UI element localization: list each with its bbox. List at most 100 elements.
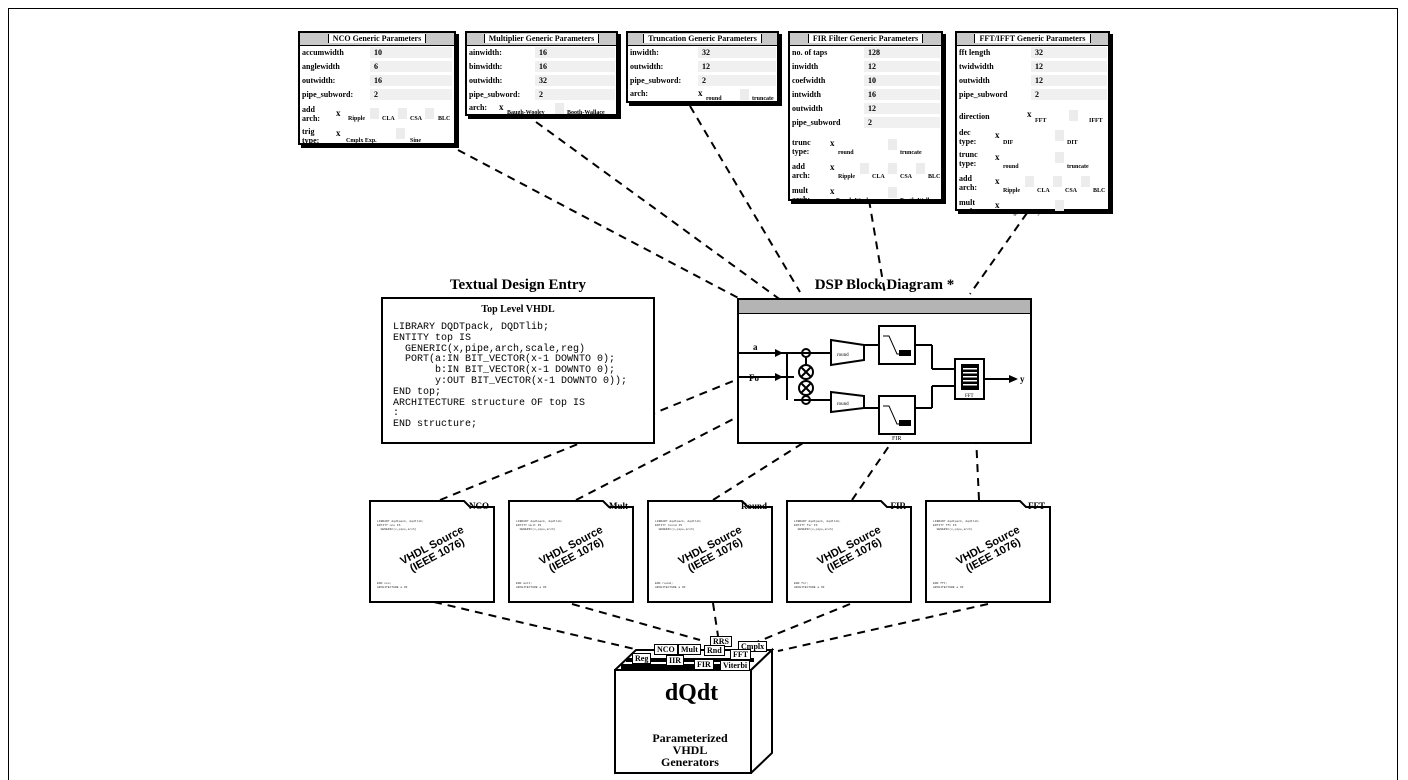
option-truncate[interactable]: truncate xyxy=(1067,164,1089,170)
option-blc[interactable]: BLC xyxy=(928,174,941,180)
option-baugh-wooley[interactable]: Baugh-Wooley xyxy=(836,198,874,204)
option-csa[interactable]: CSA xyxy=(1065,188,1078,194)
param-field[interactable]: 2 xyxy=(1031,89,1107,100)
input-a-label: a xyxy=(753,342,758,352)
vhdl-source-round[interactable]: Round LIBRARY dqdtpack, dqdtlib; ENTITY … xyxy=(647,500,773,603)
dsp-block-diagram[interactable]: a Fo y round round FIR FFT xyxy=(737,298,1032,444)
option-box[interactable] xyxy=(370,108,379,119)
param-field[interactable]: 32 xyxy=(1031,47,1107,58)
figure-frame xyxy=(8,8,1398,780)
param-label: outwidth: xyxy=(302,76,336,85)
option-dit[interactable]: DIT xyxy=(1067,140,1078,146)
option-round[interactable]: round xyxy=(1003,164,1019,170)
option-cla[interactable]: CLA xyxy=(872,174,885,180)
option-truncate[interactable]: truncate xyxy=(900,150,922,156)
option-ripple[interactable]: Ripple xyxy=(838,174,856,180)
option-box[interactable] xyxy=(1025,176,1034,187)
option-sine[interactable]: Sine xyxy=(410,138,422,144)
vhdl-code[interactable]: LIBRARY DQDTpack, DQDTlib; ENTITY top IS… xyxy=(393,322,628,431)
param-field[interactable]: 6 xyxy=(370,61,452,72)
option-csa[interactable]: CSA xyxy=(410,116,423,122)
option-booth-wallace[interactable]: Booth-Wallace xyxy=(567,110,605,116)
param-field[interactable]: 16 xyxy=(535,61,615,72)
multiplier-parameters-panel: Multiplier Generic Parameters ainwidth:1… xyxy=(465,31,618,116)
option-cla[interactable]: CLA xyxy=(382,116,395,122)
library-tab-viterbi[interactable]: Viterbi xyxy=(720,660,751,671)
option-box[interactable] xyxy=(1055,152,1064,163)
option-box[interactable] xyxy=(396,128,405,139)
option-booth-wallace[interactable]: Booth-Wallace xyxy=(1067,210,1105,216)
param-field[interactable]: 2 xyxy=(864,117,940,128)
round-block-label: round xyxy=(837,402,849,407)
option-box[interactable] xyxy=(888,163,897,174)
library-tab-nco[interactable]: NCO xyxy=(654,644,678,655)
param-field[interactable]: 12 xyxy=(698,61,776,72)
option-blc[interactable]: BLC xyxy=(438,116,451,122)
param-field[interactable]: 16 xyxy=(535,47,615,58)
param-field[interactable]: 10 xyxy=(370,47,452,58)
option-baugh-wooley[interactable]: Baugh-Wooley xyxy=(1003,210,1041,216)
option-box[interactable] xyxy=(1055,200,1064,211)
vhdl-source-nco[interactable]: NCO LIBRARY dqdtpack, dqdtlib; ENTITY nc… xyxy=(369,500,495,603)
param-field[interactable]: 2 xyxy=(370,89,452,100)
top-level-vhdl-editor[interactable]: Top Level VHDL LIBRARY DQDTpack, DQDTlib… xyxy=(381,297,655,444)
option-box[interactable] xyxy=(1069,110,1078,121)
option-box[interactable] xyxy=(555,103,564,114)
option-fft[interactable]: FFT xyxy=(1035,118,1047,124)
option-box[interactable] xyxy=(740,89,749,100)
option-label: arch: xyxy=(469,103,488,112)
option-ripple[interactable]: Ripple xyxy=(348,116,366,122)
param-field[interactable]: 12 xyxy=(1031,61,1107,72)
vhdl-source-fft[interactable]: FFT LIBRARY dqdtpack, dqdtlib; ENTITY ff… xyxy=(925,500,1051,603)
output-y-label: y xyxy=(1020,374,1025,384)
option-box[interactable] xyxy=(888,187,897,198)
param-field[interactable]: 10 xyxy=(864,75,940,86)
option-truncate[interactable]: truncate xyxy=(752,96,774,102)
option-cla[interactable]: CLA xyxy=(1037,188,1050,194)
option-box[interactable] xyxy=(916,163,925,174)
library-tab-fft[interactable]: FFT xyxy=(730,649,752,660)
param-field[interactable]: 2 xyxy=(535,89,615,100)
library-tab-reg[interactable]: Reg xyxy=(632,653,652,664)
option-round[interactable]: round xyxy=(706,96,722,102)
option-ripple[interactable]: Ripple xyxy=(1003,188,1021,194)
vhdl-source-fir[interactable]: FIR LIBRARY dqdtpack, dqdtlib; ENTITY fi… xyxy=(786,500,912,603)
option-blc[interactable]: BLC xyxy=(1093,188,1106,194)
param-label: intwidth xyxy=(792,90,821,99)
document-page xyxy=(369,500,495,603)
param-field[interactable]: 32 xyxy=(698,47,776,58)
param-field[interactable]: 16 xyxy=(370,75,452,86)
param-field[interactable]: 12 xyxy=(864,103,940,114)
vhdl-source-mult[interactable]: Mult LIBRARY dqdtpack, dqdtlib; ENTITY m… xyxy=(508,500,634,603)
param-field[interactable]: 32 xyxy=(535,75,615,86)
param-field[interactable]: 12 xyxy=(864,61,940,72)
param-label: ainwidth: xyxy=(469,48,502,57)
option-baugh-wooley[interactable]: Baugh-Wooley xyxy=(507,110,545,116)
library-tab-mult[interactable]: Mult xyxy=(678,644,701,655)
param-field[interactable]: 128 xyxy=(864,47,940,58)
option-box[interactable] xyxy=(425,108,434,119)
document-page xyxy=(786,500,912,603)
option-box[interactable] xyxy=(1055,130,1064,141)
option-csa[interactable]: CSA xyxy=(900,174,913,180)
option-box[interactable] xyxy=(888,139,897,150)
selected-mark: x xyxy=(830,162,835,172)
param-field[interactable]: 2 xyxy=(698,75,776,86)
library-tab-fir[interactable]: FIR xyxy=(694,659,714,670)
library-tab-rnd[interactable]: Rnd xyxy=(704,645,725,656)
option-box[interactable] xyxy=(1053,176,1062,187)
library-tab-cmplx[interactable]: Cmplx xyxy=(738,641,768,652)
option-dif[interactable]: DIF xyxy=(1003,140,1014,146)
library-tab-iir[interactable]: IIR xyxy=(666,655,685,666)
param-field[interactable]: 12 xyxy=(1031,75,1107,86)
param-field[interactable]: 16 xyxy=(864,89,940,100)
option-booth-wallace[interactable]: Booth-Wallace xyxy=(900,198,938,204)
option-box[interactable] xyxy=(860,163,869,174)
round-block-label: round xyxy=(837,353,849,358)
option-box[interactable] xyxy=(1081,176,1090,187)
option-cmplx-exp[interactable]: Cmplx Exp. xyxy=(346,138,377,144)
option-ifft[interactable]: IFFT xyxy=(1089,118,1103,124)
option-round[interactable]: round xyxy=(838,150,854,156)
dqdt-generator-library[interactable]: RRS Cmplx NCO Mult Rnd FFT Reg IIR FIR V… xyxy=(612,636,775,776)
option-box[interactable] xyxy=(398,108,407,119)
